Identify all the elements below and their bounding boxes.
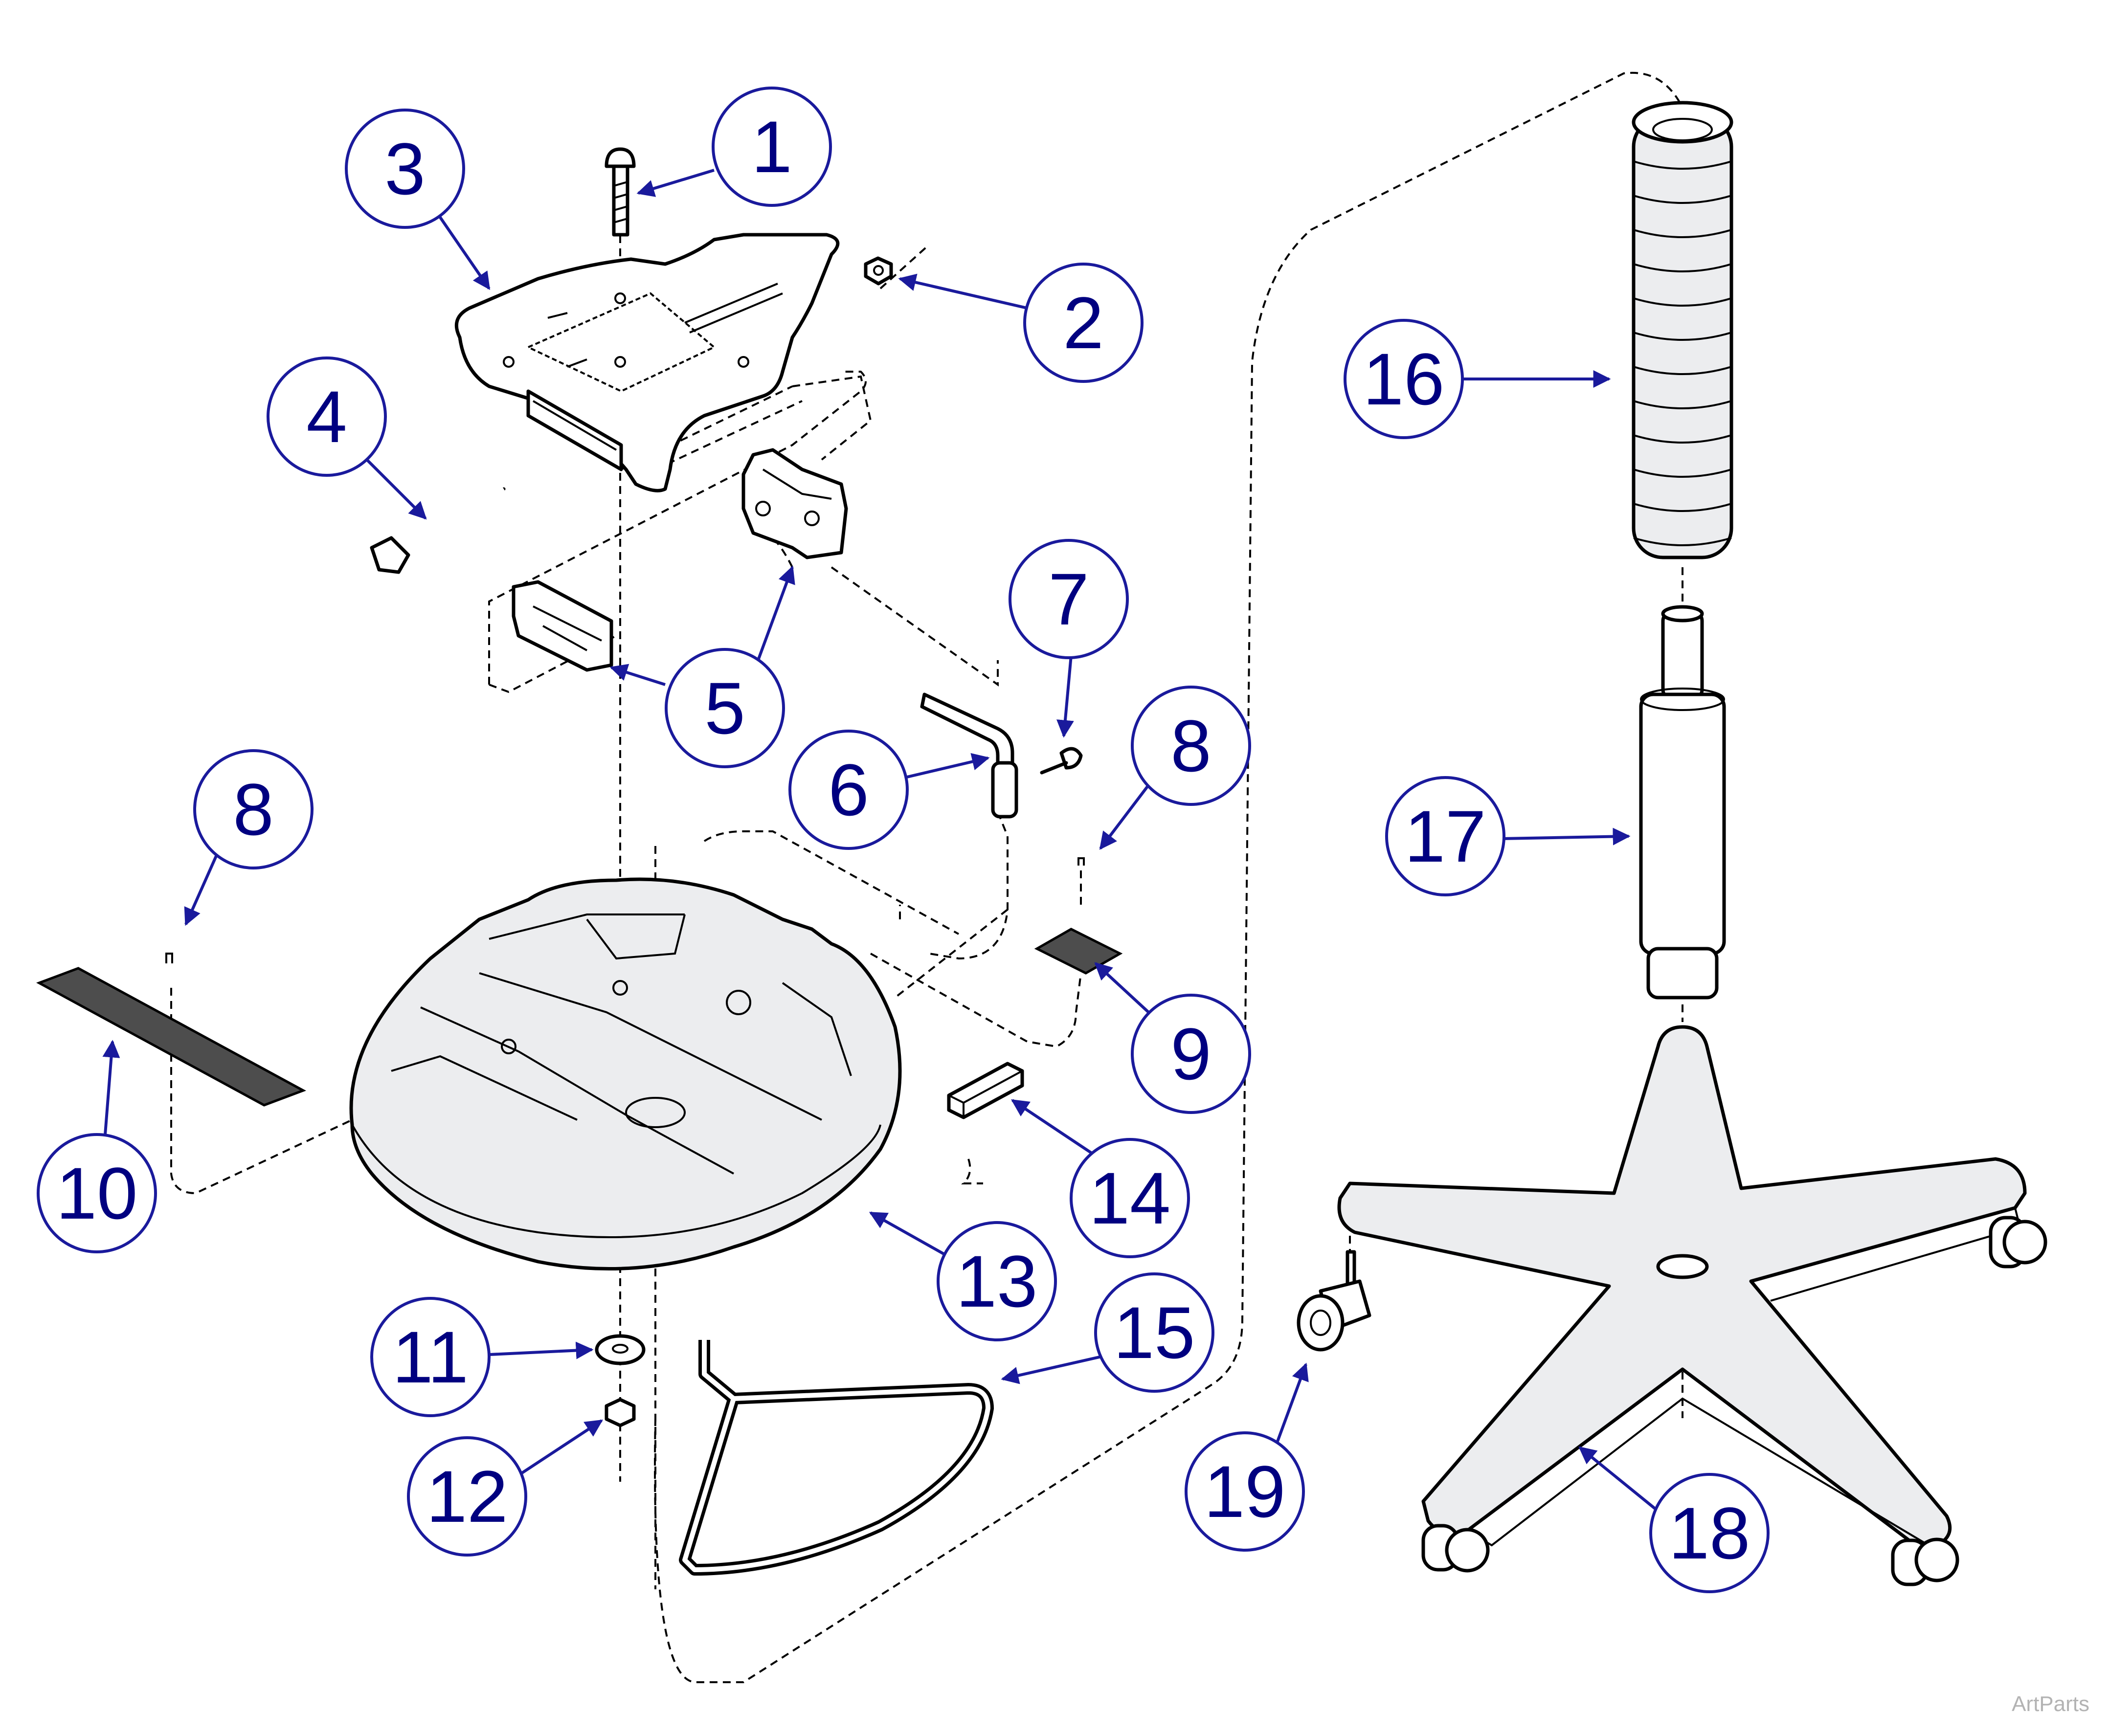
caster-part-19: [1297, 1250, 1371, 1352]
svg-text:8: 8: [233, 768, 273, 850]
foot-ring-part-15: [679, 1340, 994, 1576]
svg-text:16: 16: [1363, 338, 1445, 420]
gas-cylinder-part-17: [1639, 605, 1726, 1000]
callout-3: 3: [345, 109, 465, 229]
washer-part-11: [595, 1334, 646, 1365]
screw-part-1: [605, 147, 636, 237]
svg-text:10: 10: [56, 1152, 138, 1234]
svg-text:5: 5: [704, 667, 745, 749]
svg-text:9: 9: [1170, 1013, 1211, 1095]
svg-text:14: 14: [1089, 1157, 1171, 1239]
clip-part-8-left: [165, 953, 173, 963]
callout-4: 4: [267, 356, 387, 477]
callout-18: 18: [1649, 1473, 1770, 1593]
callout-1: 1: [712, 87, 832, 207]
pad-part-9: [1034, 928, 1123, 975]
screw-part-7: [1040, 747, 1083, 775]
star-base-part-18: [1337, 1025, 2047, 1586]
callout-15: 15: [1094, 1272, 1214, 1393]
svg-text:15: 15: [1114, 1291, 1195, 1374]
callout-19: 19: [1185, 1431, 1305, 1552]
callout-9: 9: [1131, 994, 1251, 1114]
seat-plate-part-3: [454, 233, 840, 492]
svg-text:8: 8: [1170, 705, 1211, 787]
callout-10: 10: [37, 1133, 157, 1253]
callout-8-left: 8: [193, 749, 314, 869]
callouts: 1 2 3 4 5 6 7 8: [37, 87, 1770, 1593]
svg-text:2: 2: [1063, 282, 1103, 364]
bracket-part-5-upper: [741, 448, 848, 559]
block-part-14: [947, 1062, 1024, 1119]
svg-text:7: 7: [1048, 558, 1089, 640]
bracket-part-5-lower: [512, 580, 613, 672]
callout-11: 11: [370, 1297, 491, 1417]
svg-text:3: 3: [384, 128, 425, 210]
clip-part-8-right: [1077, 857, 1085, 866]
callout-12: 12: [407, 1436, 527, 1557]
callout-6: 6: [788, 730, 909, 850]
nut-part-12: [605, 1398, 636, 1427]
svg-text:12: 12: [426, 1455, 508, 1537]
leader-lines: [102, 169, 1659, 1513]
callout-7: 7: [1009, 539, 1129, 659]
svg-text:11: 11: [392, 1316, 469, 1398]
strip-part-10: [36, 967, 307, 1107]
svg-text:18: 18: [1669, 1492, 1750, 1574]
watermark-text: ArtParts: [2012, 1692, 2089, 1716]
seat-base-part-13: [349, 877, 902, 1271]
svg-text:1: 1: [751, 106, 792, 188]
callout-8-right: 8: [1131, 686, 1251, 806]
svg-text:6: 6: [828, 749, 869, 831]
callout-17: 17: [1385, 776, 1505, 896]
nut-part-2: [864, 256, 893, 286]
callout-5: 5: [665, 648, 785, 768]
bellows-part-16: [1632, 101, 1733, 559]
callout-14: 14: [1070, 1138, 1190, 1258]
callout-13: 13: [937, 1221, 1057, 1341]
svg-text:4: 4: [306, 376, 347, 458]
bolt-part-4: [370, 487, 506, 574]
callout-2: 2: [1023, 263, 1144, 383]
lever-part-6: [920, 692, 1018, 819]
svg-text:19: 19: [1204, 1450, 1286, 1533]
callout-16: 16: [1344, 319, 1464, 439]
svg-text:13: 13: [956, 1240, 1038, 1322]
svg-text:17: 17: [1405, 795, 1486, 877]
